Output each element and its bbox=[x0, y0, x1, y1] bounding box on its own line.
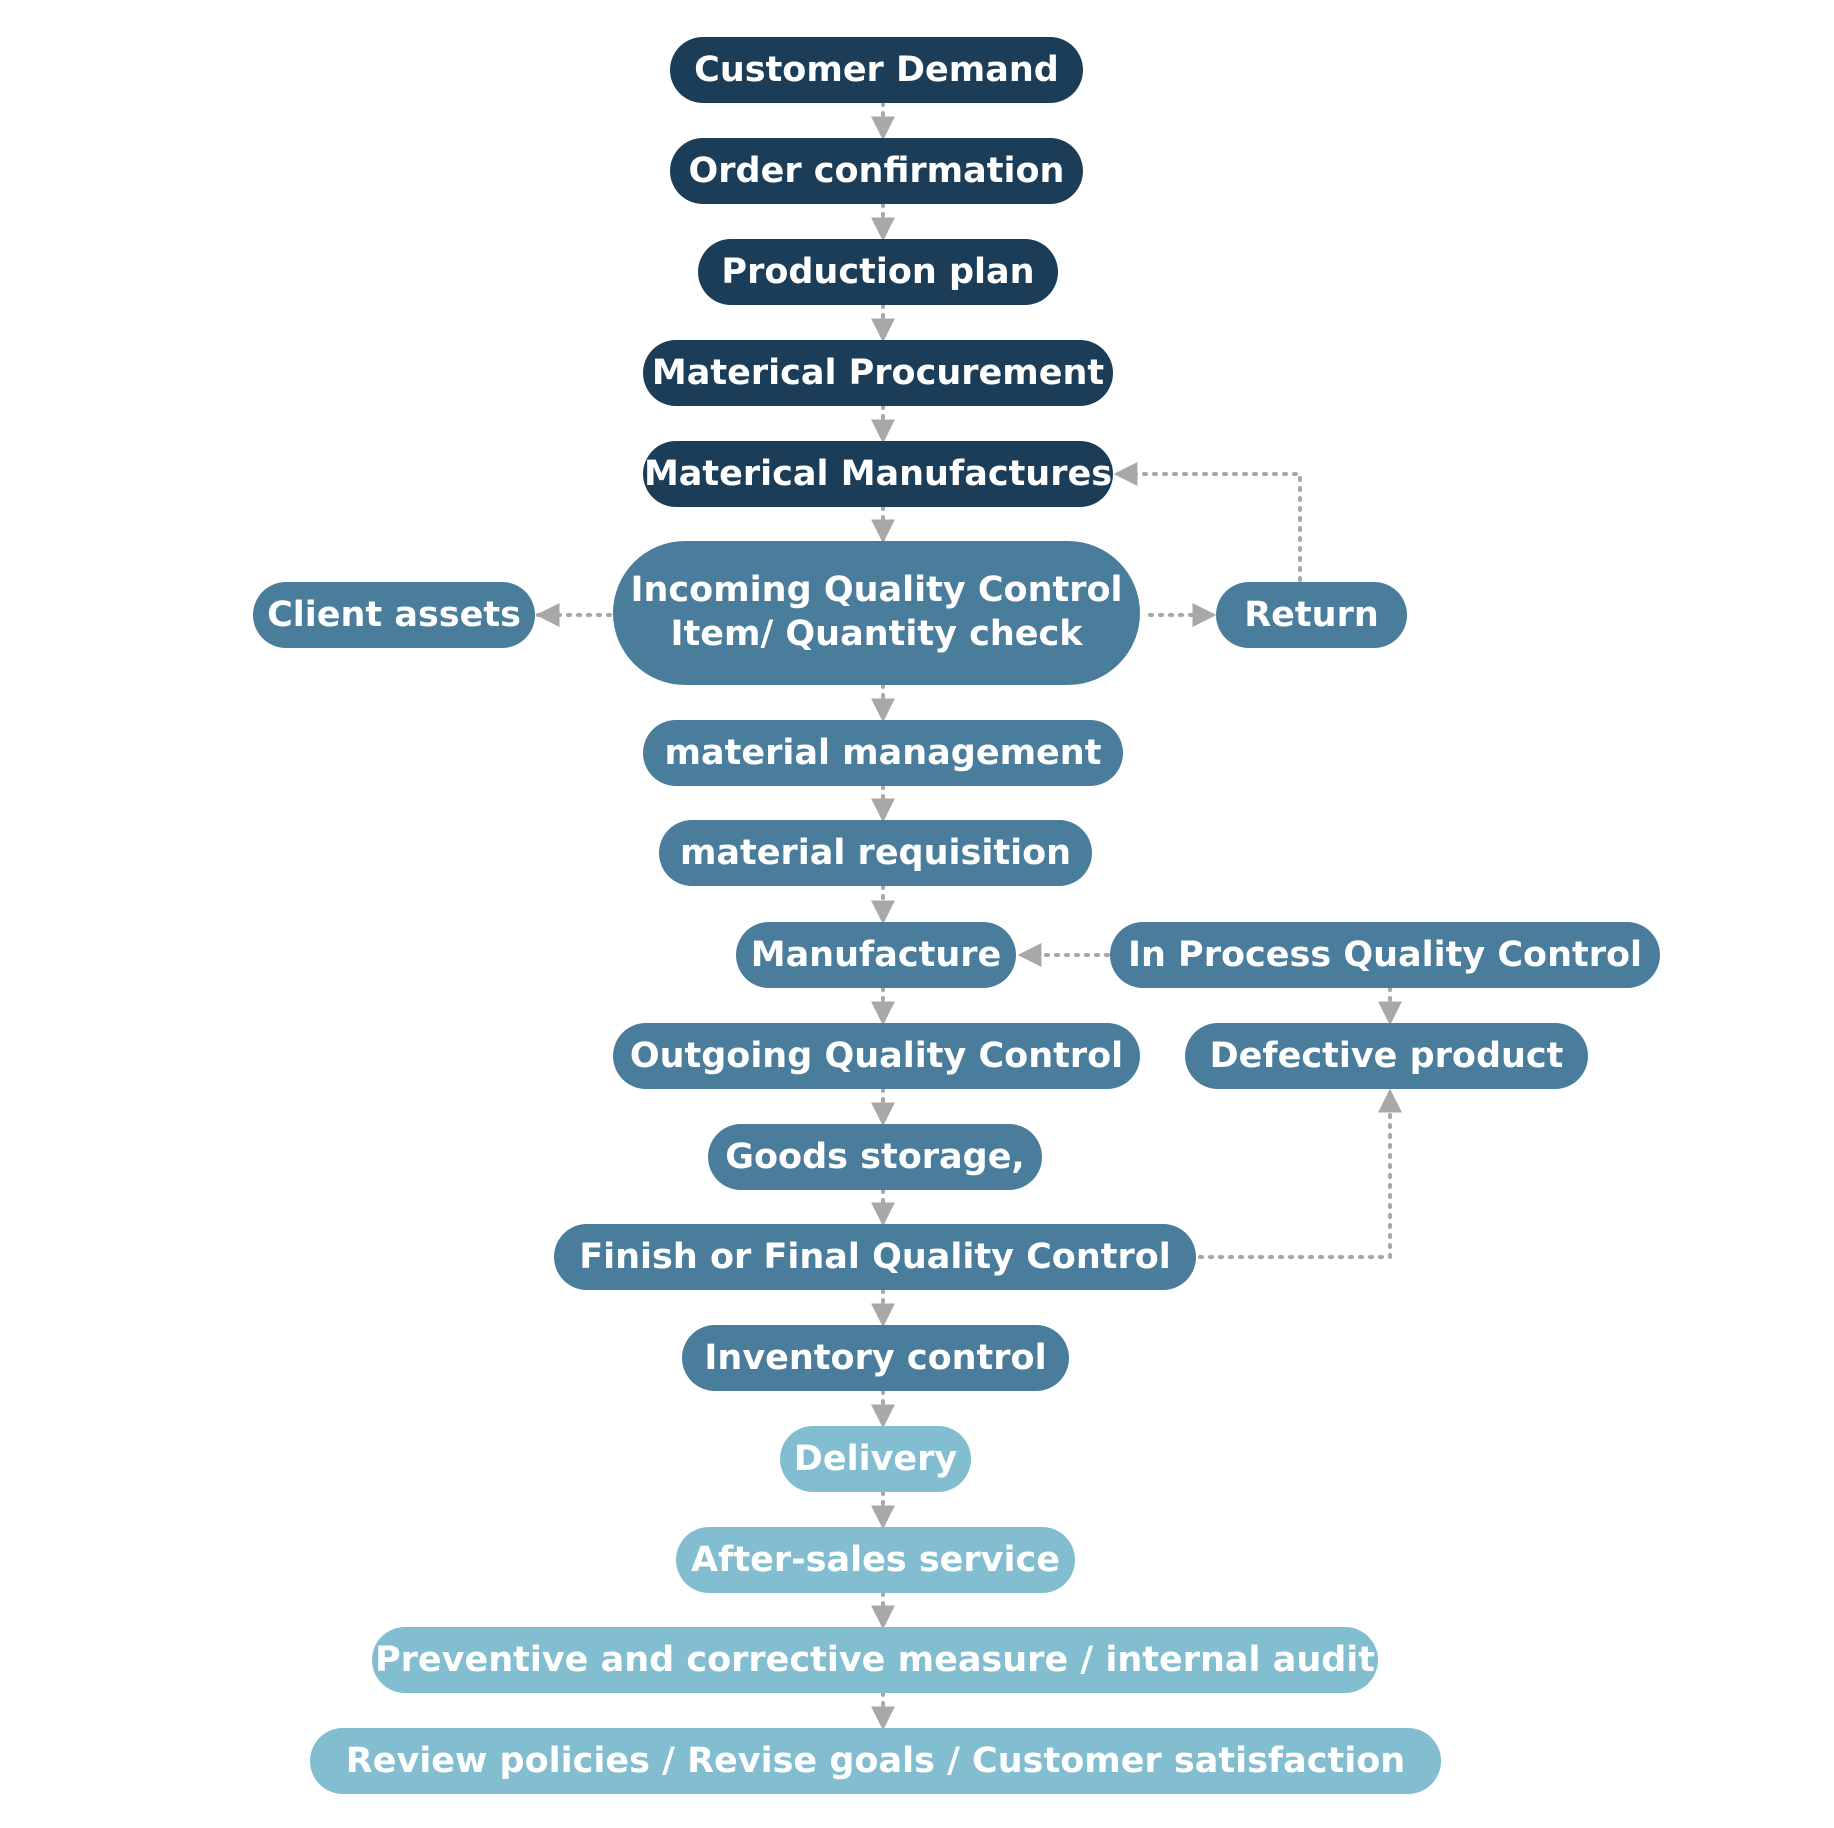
connector-return-to-material-manufactures bbox=[1113, 462, 1302, 582]
node-return: Return bbox=[1216, 582, 1407, 648]
node-customer-demand: Customer Demand bbox=[670, 37, 1083, 103]
node-material-manufactures: Materical Manufactures bbox=[643, 441, 1113, 507]
node-order-confirmation: Order confirmation bbox=[670, 138, 1083, 204]
node-manufacture: Manufacture bbox=[736, 922, 1016, 988]
node-production-plan: Production plan bbox=[698, 239, 1058, 305]
node-material-requisition: material requisition bbox=[659, 820, 1092, 886]
node-after-sales-service: After-sales service bbox=[676, 1527, 1075, 1593]
incoming-qc-title: Incoming Quality Control bbox=[630, 570, 1123, 611]
node-goods-storage: Goods storage, bbox=[708, 1124, 1042, 1190]
node-client-assets: Client assets bbox=[253, 582, 535, 648]
node-defective-product: Defective product bbox=[1185, 1023, 1588, 1089]
node-incoming-quality-control: Incoming Quality Control Item/ Quantity … bbox=[613, 541, 1140, 685]
incoming-qc-subtitle: Item/ Quantity check bbox=[670, 614, 1083, 654]
node-final-quality-control: Finish or Final Quality Control bbox=[554, 1224, 1196, 1290]
node-in-process-quality-control: In Process Quality Control bbox=[1110, 922, 1660, 988]
node-preventive-corrective-audit: Preventive and corrective measure / inte… bbox=[372, 1627, 1378, 1693]
node-material-procurement: Materical Procurement bbox=[643, 340, 1113, 406]
node-inventory-control: Inventory control bbox=[682, 1325, 1069, 1391]
node-review-policies: Review policies / Revise goals / Custome… bbox=[310, 1728, 1441, 1794]
node-outgoing-quality-control: Outgoing Quality Control bbox=[613, 1023, 1140, 1089]
node-delivery: Delivery bbox=[780, 1426, 971, 1492]
node-material-management: material management bbox=[643, 720, 1123, 786]
